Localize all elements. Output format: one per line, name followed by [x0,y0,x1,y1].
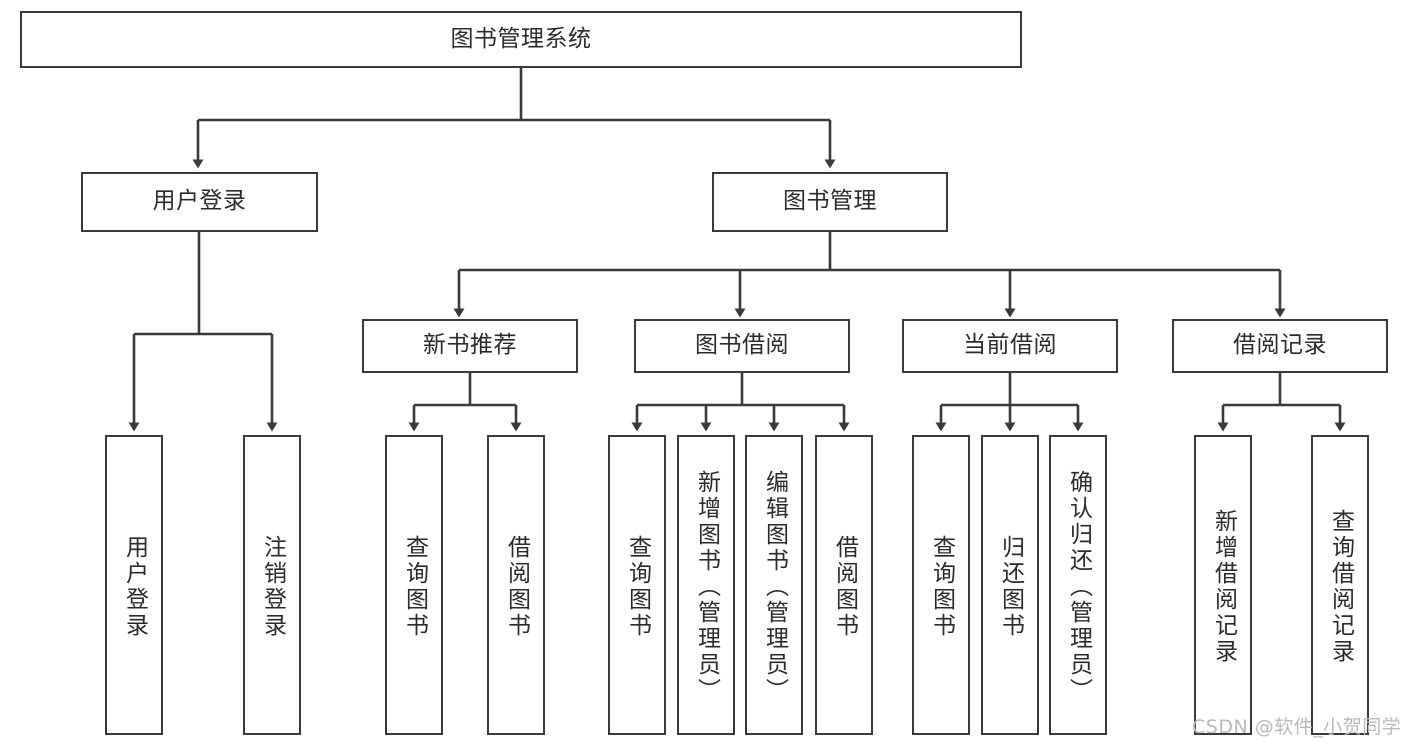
node-new-book-recommend[interactable]: 新书推荐 [362,319,578,373]
node-label: 归还图书 [997,535,1024,639]
leaf-record-add[interactable]: 新增借阅记录 [1194,435,1252,735]
leaf-borrow-borrow-book[interactable]: 借阅图书 [815,435,873,735]
node-label: 查询图书 [928,535,955,639]
node-label: 新增借阅记录 [1210,509,1237,665]
leaf-record-query[interactable]: 查询借阅记录 [1311,435,1369,735]
node-label: 借阅图书 [831,535,858,639]
leaf-borrow-edit-book[interactable]: 编辑图书（管理员） [745,435,803,735]
node-label: 编辑图书（管理员） [761,470,788,704]
node-book-borrow[interactable]: 图书借阅 [634,319,850,373]
node-label: 新增图书（管理员） [693,470,720,704]
leaf-current-return-book[interactable]: 归还图书 [981,435,1039,735]
node-label: 图书管理系统 [450,25,592,52]
csdn-watermark: CSDN @软件_小贺同学 [1192,716,1402,738]
node-label: 用户登录 [152,188,247,215]
leaf-current-query-book[interactable]: 查询图书 [912,435,970,735]
node-borrow-record[interactable]: 借阅记录 [1172,319,1388,373]
node-current-borrow[interactable]: 当前借阅 [902,319,1118,373]
node-label: 图书借阅 [695,332,789,359]
node-book-management-system[interactable]: 图书管理系统 [20,11,1022,68]
node-label: 查询图书 [624,535,651,639]
leaf-borrow-query-book[interactable]: 查询图书 [608,435,666,735]
node-label: 图书管理 [783,188,877,215]
node-label: 借阅图书 [503,535,530,639]
node-book-management[interactable]: 图书管理 [712,172,948,232]
node-label: 查询图书 [401,535,428,639]
leaf-current-confirm-return[interactable]: 确认归还（管理员） [1049,435,1107,735]
leaf-borrow-add-book[interactable]: 新增图书（管理员） [677,435,735,735]
node-label: 新书推荐 [423,332,517,359]
node-label: 注销登录 [259,535,286,639]
node-label: 借阅记录 [1233,332,1327,359]
leaf-user-login-logout[interactable]: 注销登录 [243,435,301,735]
node-label: 当前借阅 [963,332,1057,359]
node-label: 用户登录 [121,535,148,639]
leaf-user-login-login[interactable]: 用户登录 [105,435,163,735]
leaf-new-book-borrow[interactable]: 借阅图书 [487,435,545,735]
node-label: 确认归还（管理员） [1065,470,1092,704]
node-user-login[interactable]: 用户登录 [81,172,318,232]
leaf-new-book-query[interactable]: 查询图书 [385,435,443,735]
node-label: 查询借阅记录 [1327,509,1354,665]
